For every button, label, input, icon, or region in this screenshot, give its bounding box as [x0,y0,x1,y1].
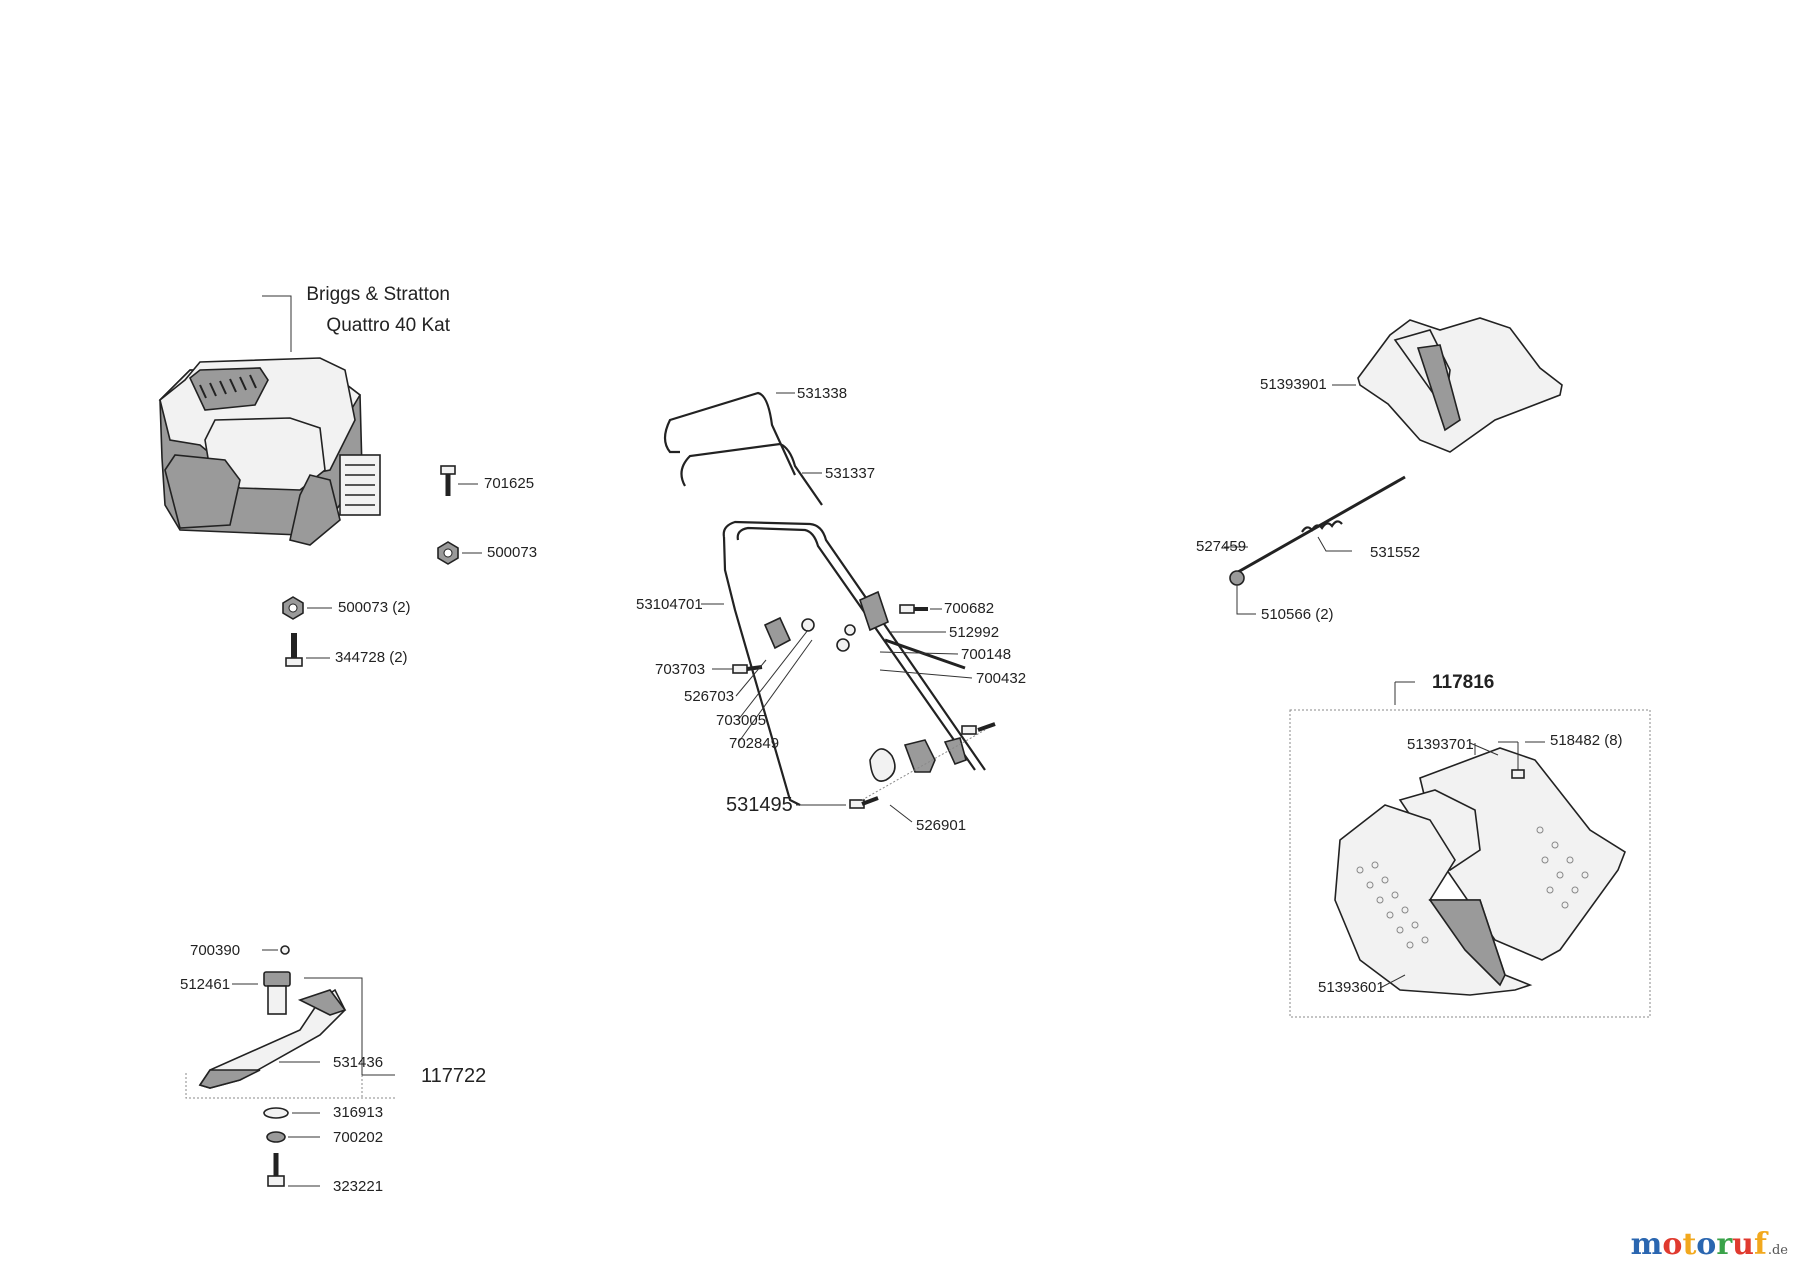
rear-flap-drawing [1224,317,1563,615]
part-number-label: 700682 [944,600,995,617]
part-number-label: 703703 [655,661,706,678]
grass-catcher-drawing [1289,681,1651,1018]
logo-letter: f [1753,1227,1767,1262]
part-number-label: 526901 [916,817,967,834]
part-number-label: 531552 [1370,544,1421,561]
engine-name-line2: Quattro 40 Kat [326,315,450,336]
part-number-label: 51393901 [1260,376,1327,393]
part-number-label: 701625 [484,475,535,492]
part-number-label: 500073 [487,544,538,561]
part-number-label: 500073 (2) [338,599,411,616]
kit-number-label: 117722 [421,1065,487,1087]
part-number-label: 53104701 [636,596,703,613]
logo-letter: t [1682,1227,1697,1262]
handle-drawing [663,391,996,823]
part-number-label: 700390 [190,942,241,959]
part-number-label: 703005 [716,712,767,729]
kit-number-label: 117816 [1432,672,1495,693]
logo-domain: .de [1767,1243,1788,1258]
brand-logo: motoruf.de [1631,1227,1788,1262]
part-number-label: 700432 [976,670,1027,687]
part-number-label: 316913 [333,1104,384,1121]
logo-letter: m [1630,1227,1663,1262]
part-number-label: 323221 [333,1178,384,1195]
engine-title: Briggs & Stratton Quattro 40 Kat [250,279,450,349]
part-number-label: 531337 [825,465,876,482]
part-number-label: 51393701 [1407,736,1474,753]
logo-letter: r [1716,1227,1733,1262]
part-number-label: 531436 [333,1054,384,1071]
logo-wordmark: motoruf [1631,1227,1767,1262]
part-number-label: 700148 [961,646,1012,663]
part-number-label: 344728 (2) [335,649,408,666]
part-number-label: 512992 [949,624,1000,641]
engine-drawing [158,295,482,667]
part-number-label: 51393601 [1318,979,1385,996]
part-number-label: 531338 [797,385,848,402]
part-number-label: 518482 (8) [1550,732,1623,749]
part-number-label: 527459 [1196,538,1247,555]
part-number-label: 702849 [729,735,780,752]
logo-letter: u [1732,1227,1754,1262]
logo-letter: o [1696,1227,1717,1262]
part-number-label: 510566 (2) [1261,606,1334,623]
part-number-label: 526703 [684,688,735,705]
logo-letter: o [1662,1227,1683,1262]
engine-name-line1: Briggs & Stratton [306,284,450,305]
blade-drawing [185,945,395,1187]
part-number-label: 512461 [180,976,231,993]
part-number-label: 700202 [333,1129,384,1146]
kit-number-label: 531495 [726,794,793,816]
